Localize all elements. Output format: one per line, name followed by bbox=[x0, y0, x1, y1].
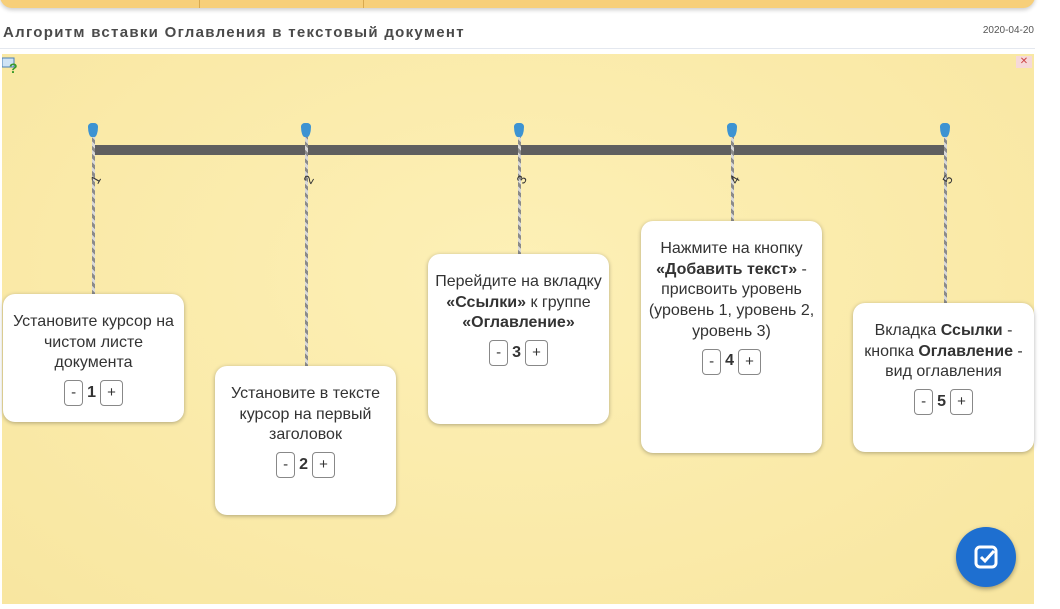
divider bbox=[0, 48, 1035, 49]
string bbox=[92, 137, 95, 294]
fullscreen-icon[interactable]: ✕ bbox=[1016, 56, 1032, 68]
step-card-1[interactable]: Установите курсор на чистом листе докуме… bbox=[3, 294, 184, 422]
pin-icon[interactable] bbox=[88, 123, 98, 137]
minus-button[interactable]: - bbox=[702, 348, 722, 375]
minus-button[interactable]: - bbox=[64, 380, 84, 407]
check-icon bbox=[974, 545, 998, 569]
step-card-5[interactable]: Вкладка Ссылки - кнопка Оглавление - вид… bbox=[853, 303, 1034, 452]
string bbox=[731, 137, 734, 221]
step-text: Установите в тексте курсор на первый заг… bbox=[230, 385, 381, 444]
pin-icon[interactable] bbox=[301, 123, 311, 137]
step-card-3[interactable]: Перейдите на вкладку «Ссылки» к группе «… bbox=[428, 254, 609, 424]
step-text: Нажмите на кнопку «Добавить текст» - при… bbox=[648, 240, 815, 340]
plus-button[interactable]: + bbox=[312, 452, 335, 479]
step-card-2[interactable]: Установите в тексте курсор на первый заг… bbox=[215, 366, 396, 515]
plus-button[interactable]: + bbox=[100, 380, 123, 407]
check-answer-button[interactable] bbox=[956, 527, 1016, 587]
step-text: Установите курсор на чистом листе докуме… bbox=[13, 313, 174, 372]
plus-button[interactable]: + bbox=[950, 389, 973, 416]
step-text: Перейдите на вкладку «Ссылки» к группе «… bbox=[435, 273, 602, 332]
plus-button[interactable]: + bbox=[525, 340, 548, 367]
pin-icon[interactable] bbox=[514, 123, 524, 137]
page-title: Алгоритм вставки Оглавления в текстовый … bbox=[3, 24, 465, 41]
step-value: 3 bbox=[512, 343, 522, 361]
pin-icon[interactable] bbox=[940, 123, 950, 137]
pin-icon[interactable] bbox=[727, 123, 737, 137]
plus-button[interactable]: + bbox=[738, 348, 761, 375]
help-icon[interactable]: ? bbox=[1, 57, 18, 76]
date: 2020-04-20 bbox=[982, 25, 1034, 36]
minus-button[interactable]: - bbox=[914, 389, 934, 416]
step-text: Вкладка Ссылки - кнопка Оглавление - вид… bbox=[864, 322, 1023, 381]
string bbox=[944, 137, 947, 303]
step-value: 1 bbox=[87, 383, 97, 401]
svg-text:?: ? bbox=[9, 60, 18, 73]
step-card-4[interactable]: Нажмите на кнопку «Добавить текст» - при… bbox=[641, 221, 822, 453]
step-value: 2 bbox=[299, 455, 309, 473]
step-value: 4 bbox=[725, 352, 735, 370]
step-value: 5 bbox=[937, 392, 947, 410]
minus-button[interactable]: - bbox=[489, 340, 509, 367]
top-toolbar bbox=[0, 0, 1035, 8]
minus-button[interactable]: - bbox=[276, 452, 296, 479]
string bbox=[518, 137, 521, 254]
string bbox=[305, 137, 308, 366]
